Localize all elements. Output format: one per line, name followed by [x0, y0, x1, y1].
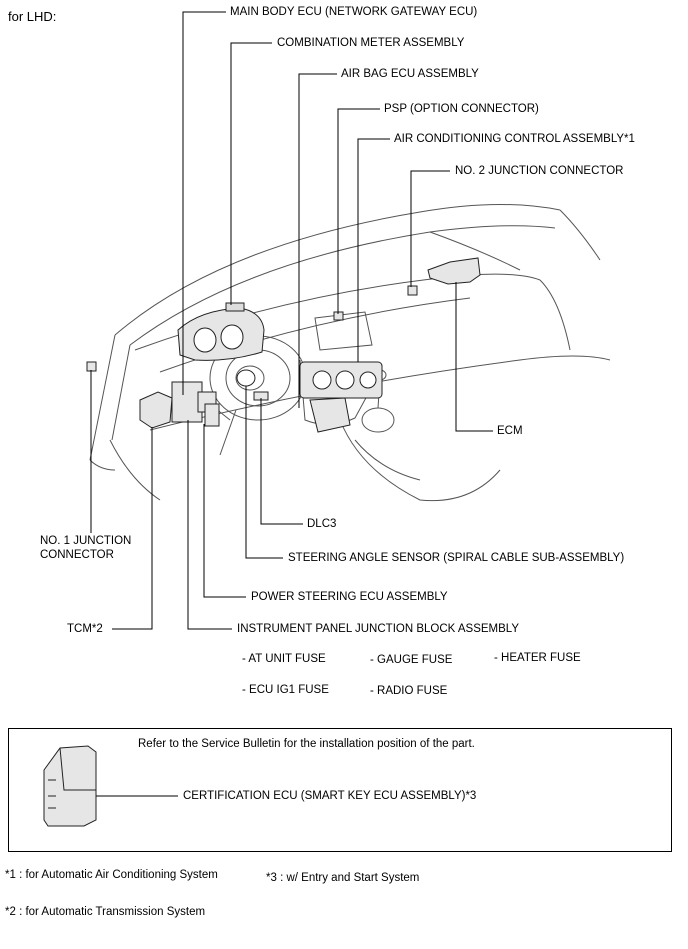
fuse-heater: - HEATER FUSE [494, 652, 581, 664]
callout-no1-junction-line2: CONNECTOR [40, 549, 114, 561]
callout-dlc3: DLC3 [307, 518, 337, 530]
footnote-2: *2 : for Automatic Transmission System [5, 906, 206, 918]
footnote-3: *3 : w/ Entry and Start System [266, 872, 420, 884]
fuse-gauge: - GAUGE FUSE [370, 654, 453, 666]
callout-main-body-ecu: MAIN BODY ECU (NETWORK GATEWAY ECU) [230, 6, 478, 18]
callout-certification-ecu: CERTIFICATION ECU (SMART KEY ECU ASSEMBL… [183, 790, 477, 802]
callout-ecm: ECM [497, 425, 523, 437]
fuse-at-unit: - AT UNIT FUSE [242, 653, 326, 665]
callout-power-steering-ecu: POWER STEERING ECU ASSEMBLY [251, 591, 448, 603]
callout-no2-junction: NO. 2 JUNCTION CONNECTOR [455, 165, 624, 177]
service-bulletin-box [8, 728, 672, 852]
callout-air-conditioning: AIR CONDITIONING CONTROL ASSEMBLY*1 [394, 133, 635, 145]
callout-tcm: TCM*2 [67, 623, 103, 635]
fuse-radio: - RADIO FUSE [370, 685, 448, 697]
service-bulletin-note: Refer to the Service Bulletin for the in… [138, 738, 475, 750]
diagram-title: for LHD: [8, 9, 57, 24]
callout-steering-angle-sensor: STEERING ANGLE SENSOR (SPIRAL CABLE SUB-… [288, 552, 625, 564]
footnote-1: *1 : for Automatic Air Conditioning Syst… [5, 869, 218, 881]
fuse-ecu-ig1: - ECU IG1 FUSE [242, 684, 329, 696]
callout-instrument-panel-jb: INSTRUMENT PANEL JUNCTION BLOCK ASSEMBLY [237, 623, 520, 635]
callout-psp: PSP (OPTION CONNECTOR) [384, 103, 539, 115]
callout-no1-junction-line1: NO. 1 JUNCTION [40, 535, 132, 547]
callout-air-bag-ecu: AIR BAG ECU ASSEMBLY [341, 68, 479, 80]
callout-combination-meter: COMBINATION METER ASSEMBLY [277, 37, 465, 49]
